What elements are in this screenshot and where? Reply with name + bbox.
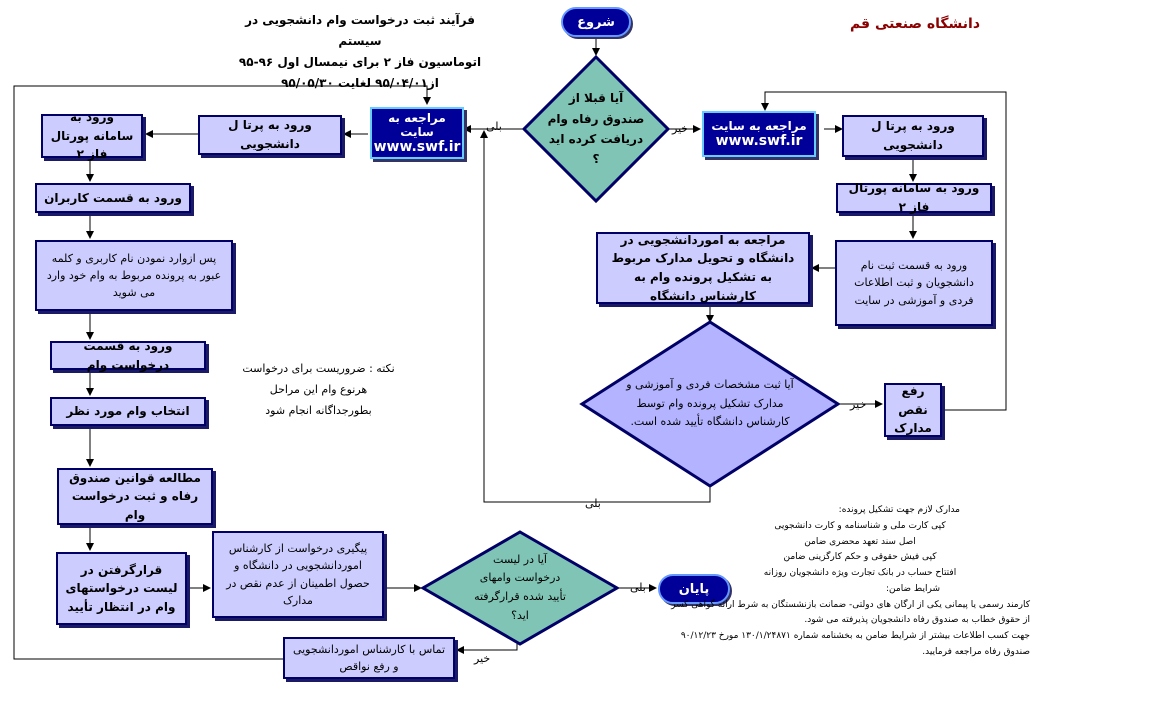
note-line-3: بطورجداگانه انجام شود bbox=[265, 403, 372, 417]
phase2-right: ورود به سامانه پورتال فاز ۲ bbox=[836, 181, 992, 214]
pending-list: قرارگرفتن در لیست درخواستهای وام در انتظ… bbox=[56, 552, 187, 625]
process-title: فرآیند ثبت درخواست وام دانشجویی در سیستم… bbox=[225, 10, 495, 94]
edge-label-yes-1: بلی bbox=[486, 120, 502, 133]
guarantor-item: کارمند رسمی یا پیمانی یکی از ارگان های د… bbox=[671, 599, 1030, 610]
end-terminal: پایان bbox=[658, 574, 730, 604]
select-loan: انتخاب وام مورد نظر bbox=[50, 397, 206, 426]
followup-request: پیگیری درخواست از کارشناس اموردانشجویی د… bbox=[212, 531, 384, 618]
site-swf-right: مراجعه به سایت www.swf.ir bbox=[702, 111, 816, 157]
doc-item: اصل سند تعهد محضری ضامن bbox=[804, 536, 916, 547]
study-rules: مطالعه قوانین صندوق رفاه و ثبت درخواست و… bbox=[57, 468, 213, 525]
edge-label-no-1: خیر bbox=[672, 122, 689, 135]
register-info: ورود به قسمت ثبت نام دانشجویان و ثبت اطل… bbox=[835, 240, 993, 326]
site-left-label: مراجعه به سایت bbox=[388, 111, 446, 139]
edge-label-no-3: خیر bbox=[474, 652, 491, 665]
portal-right: ورود به پرتا ل دانشجویی bbox=[842, 115, 984, 157]
title-line-1: فرآیند ثبت درخواست وام دانشجویی در سیستم bbox=[245, 13, 475, 48]
contact-expert: تماس با کارشناس اموردانشجویی و رفع نواقص bbox=[283, 637, 455, 679]
start-terminal: شروع bbox=[561, 7, 631, 37]
guarantor-heading: شرایط ضامن: bbox=[885, 583, 940, 594]
portal-left: ورود به پرتا ل دانشجویی bbox=[198, 115, 342, 155]
guarantor-item: جهت کسب اطلاعات بیشتر از شرایط ضامن به ب… bbox=[680, 631, 1030, 641]
note: نکته : ضروریست برای درخواست هرنوع وام ای… bbox=[236, 359, 401, 422]
decision-prior-loan-shape bbox=[521, 54, 671, 204]
phase2-left: ورود به سامانه پورتال فاز ۲ bbox=[41, 110, 143, 161]
title-line-2: اتوماسیون فاز ۲ برای نیمسال اول ۹۶-۹۵ bbox=[238, 55, 482, 69]
site-right-url: www.swf.ir bbox=[715, 133, 803, 149]
requirements-block: مدارک لازم جهت تشکیل پرونده: کپی کارت مل… bbox=[671, 503, 1030, 661]
docs-heading: مدارک لازم جهت تشکیل پرونده: bbox=[838, 505, 960, 515]
decision-approved-list-shape bbox=[419, 530, 621, 646]
guarantor-item: از حقوق خطاب به صندوق رفاه دانشجویان پذی… bbox=[804, 615, 1030, 626]
doc-item: افتتاح حساب در بانک تجارت ویژه دانشجویان… bbox=[763, 568, 957, 578]
edge-label-yes-3: بلی bbox=[630, 581, 646, 594]
site-right-label: مراجعه به سایت bbox=[711, 119, 807, 133]
note-line-1: نکته : ضروریست برای درخواست bbox=[242, 362, 395, 375]
note-line-2: هرنوع وام این مراحل bbox=[269, 382, 368, 396]
decision-approved-list: آیا در لیست درخواست وامهای تأیید شده قرا… bbox=[474, 552, 566, 622]
users-section: ورود به قسمت کاربران bbox=[35, 183, 191, 213]
guarantor-item: صندوق رفاه مراجعه فرمایید. bbox=[922, 646, 1030, 657]
university-name: دانشگاه صنعتی قم bbox=[849, 16, 981, 32]
fix-docs: رفع نقص مدارک bbox=[884, 383, 942, 437]
doc-item: کپی کارت ملی و شناسنامه و کارت دانشجویی bbox=[774, 520, 946, 531]
after-login: پس ازوارد نمودن نام کاربری و کلمه عبور ب… bbox=[35, 240, 233, 311]
loan-request-section: ورود به قسمت درخواست وام bbox=[50, 339, 206, 372]
title-line-3: از۹۵/۰۴/۰۱ لغایت ۹۵/۰۵/۳۰ bbox=[281, 76, 439, 90]
decision-prior-loan: آیا قبلا از صندوق رفاه وام دریافت کرده ا… bbox=[547, 91, 645, 167]
edge-label-yes-2: بلی bbox=[585, 497, 601, 510]
decision-verified: آیا ثبت مشخصات فردی و آموزشی و مدارک تشک… bbox=[626, 377, 794, 429]
decision-verified-shape bbox=[579, 320, 841, 488]
deliver-docs: مراجعه به اموردانشجویی در دانشگاه و تحوی… bbox=[596, 232, 810, 304]
doc-item: کپی فیش حقوقی و حکم کارگزینی ضامن bbox=[783, 552, 937, 563]
edge-label-no-2: خیر bbox=[850, 398, 867, 411]
site-swf-left: مراجعه به سایت www.swf.ir bbox=[370, 107, 464, 159]
site-left-url: www.swf.ir bbox=[373, 139, 461, 155]
